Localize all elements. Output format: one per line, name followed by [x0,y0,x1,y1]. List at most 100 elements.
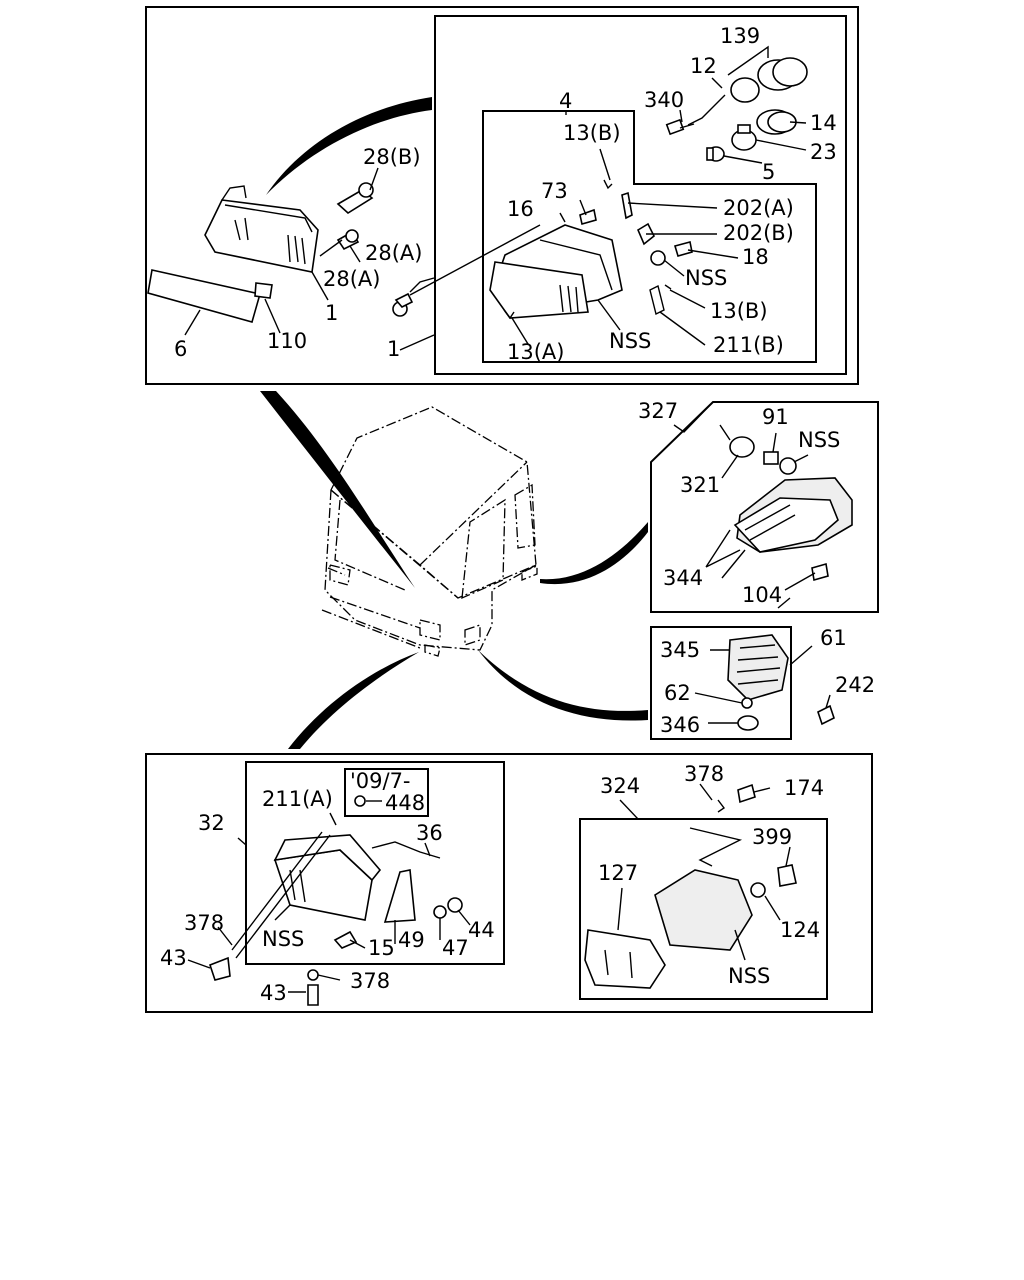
label-49: 49 [398,928,425,952]
front-turn-lamp-part [273,834,382,921]
label-13b-upper: 13(B) [563,121,621,145]
label-nss-side: NSS [798,428,840,452]
label-28b: 28(B) [363,145,421,169]
callout-swoosh-cab-to-headlamp [260,391,415,588]
bracket-211b-part [649,284,665,316]
socket-139-part [757,57,808,91]
side-turn-lamp-part [733,477,853,553]
label-345: 345 [660,638,700,662]
fog-lamp-frame [579,818,828,1000]
label-202b: 202(B) [723,221,794,245]
label-211a: 211(A) [262,787,333,811]
bracket-49-part [383,869,416,923]
label-91: 91 [762,405,789,429]
label-340: 340 [644,88,684,112]
callout-swoosh-lower [288,652,419,749]
label-13b-lower: 13(B) [710,299,768,323]
bumper-bracket-part [147,269,262,323]
fog-lamp-part [584,869,753,989]
label-5: 5 [762,160,775,184]
label-44: 44 [468,918,495,942]
clip-13b-lower-part [664,284,672,290]
label-202a: 202(A) [723,196,794,220]
label-378-lower: 378 [350,969,390,993]
clip-378-part [717,799,726,813]
screw-242-part [817,704,835,726]
label-6: 6 [174,337,187,361]
callout-swoosh-side-marker [478,650,648,721]
bolt-28a-part [336,229,360,251]
label-nss-top: NSS [685,266,727,290]
wire-12-part [687,94,726,126]
headlamp-unit-part [489,224,623,319]
label-12: 12 [690,54,717,78]
nut-44-part [447,897,463,913]
clip-13a-part [503,309,515,320]
bulb-91-part [763,451,779,465]
label-242: 242 [835,673,875,697]
nut-nss-part [650,250,666,266]
bulb-23-part [731,124,757,151]
label-324: 324 [600,774,640,798]
label-321: 321 [680,473,720,497]
front-turn-lamp-frame [245,761,505,965]
label-211b: 211(B) [713,333,784,357]
leader-lines [184,45,831,993]
label-nss-unit: NSS [609,329,651,353]
bracket-202a-part [621,191,633,220]
washer-47-part [433,905,447,919]
label-43-left: 43 [160,946,187,970]
label-378-fog: 378 [684,762,724,786]
headlamp-detail-frame [434,15,847,375]
label-327: 327 [638,399,678,423]
label-28a-left: 28(A) [323,267,380,291]
date-note-label: '09/7- [350,769,411,793]
label-1-upper: 1 [325,301,338,325]
bulb-124-part [750,882,766,898]
label-43-lower: 43 [260,981,287,1005]
label-62: 62 [664,681,691,705]
clip-448-icon [354,795,366,807]
label-378-left: 378 [184,911,224,935]
label-14: 14 [810,111,837,135]
bulb-340-part [665,118,695,136]
lower-lamps-section-frame [145,753,873,1013]
callout-swoosh-side-turn [540,522,648,585]
label-47: 47 [442,936,469,960]
gasket-139-part [730,77,760,103]
label-399: 399 [752,825,792,849]
headlamp-assembly-part [204,185,319,273]
socket-346-part [737,715,759,731]
label-110: 110 [267,329,307,353]
washer-378-part [307,969,319,981]
label-127: 127 [598,861,638,885]
callout-swoosh-headlamp [266,97,432,195]
label-174: 174 [784,776,824,800]
socket-321-part [719,424,755,458]
bolt-28a-lower-part [392,292,414,317]
label-nss-fog: NSS [728,964,770,988]
side-marker-lamp-part [727,634,789,701]
clip-110-part [254,282,273,299]
label-32: 32 [198,811,225,835]
screw-43-lower-part [307,984,319,1006]
screw-73-part [579,208,597,226]
label-23: 23 [810,140,837,164]
bulb-399-part [777,864,797,887]
label-28a-right: 28(A) [365,241,422,265]
label-73: 73 [541,179,568,203]
headlamp-section-frame [145,6,859,385]
label-nss-front: NSS [262,927,304,951]
screw-43-part [209,956,231,981]
label-16: 16 [507,197,534,221]
label-15: 15 [368,936,395,960]
label-1-lower: 1 [387,337,400,361]
label-13a: 13(A) [507,340,564,364]
truck-cab-outline [321,406,538,657]
side-turn-lamp-frame [650,401,879,613]
screw-174-part [737,783,756,804]
bulb-62-part [741,697,753,709]
headlamp-unit-subframe [482,110,817,363]
screw-18-part [673,241,693,257]
